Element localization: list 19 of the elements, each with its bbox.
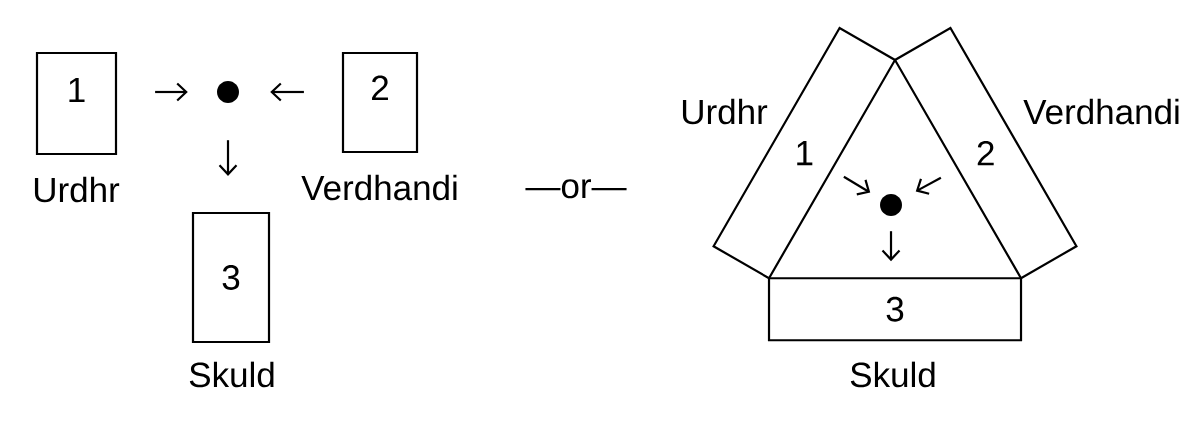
card-caption: Skuld (850, 361, 935, 388)
card: 3 (767, 277, 1023, 342)
card-caption: Urdhr (682, 98, 768, 125)
card: 3 (191, 211, 271, 344)
arrow (915, 176, 942, 195)
card-caption: Verdhandi (301, 174, 457, 201)
dot (217, 81, 239, 103)
card: 2 (341, 51, 419, 154)
card-caption: Skuld (189, 361, 274, 388)
arrow (843, 175, 871, 196)
card-caption: Urdhr (34, 176, 120, 203)
card: 1 (35, 51, 118, 156)
card-caption: Verdhandi (1023, 98, 1179, 125)
dot (880, 194, 902, 216)
arrow (155, 82, 188, 102)
arrow (218, 140, 238, 176)
arrow (270, 82, 304, 102)
separator-text: —or— (525, 179, 627, 199)
arrow (881, 231, 901, 262)
